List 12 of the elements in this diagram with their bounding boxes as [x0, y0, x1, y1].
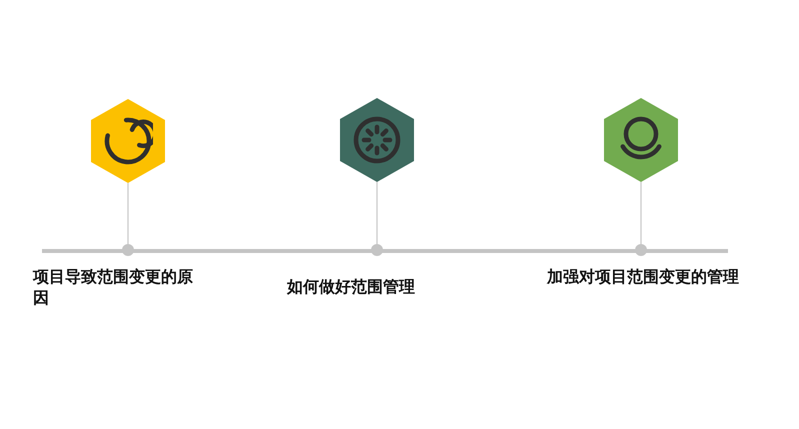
- milestone-label: 加强对项目范围变更的管理: [547, 266, 740, 287]
- timeline-dot: [635, 244, 647, 256]
- timeline-dot: [371, 244, 383, 256]
- hexagon-badge: [340, 98, 414, 182]
- hexagon-badge: [91, 99, 165, 183]
- milestone-label: 如何做好范围管理: [287, 276, 416, 297]
- leader-line: [376, 182, 378, 244]
- hexagon-badge: [604, 98, 678, 182]
- leader-line: [640, 182, 642, 244]
- milestone-label: 项目导致范围变更的原因: [33, 266, 193, 308]
- timeline-dot: [122, 244, 134, 256]
- leader-line: [127, 183, 129, 244]
